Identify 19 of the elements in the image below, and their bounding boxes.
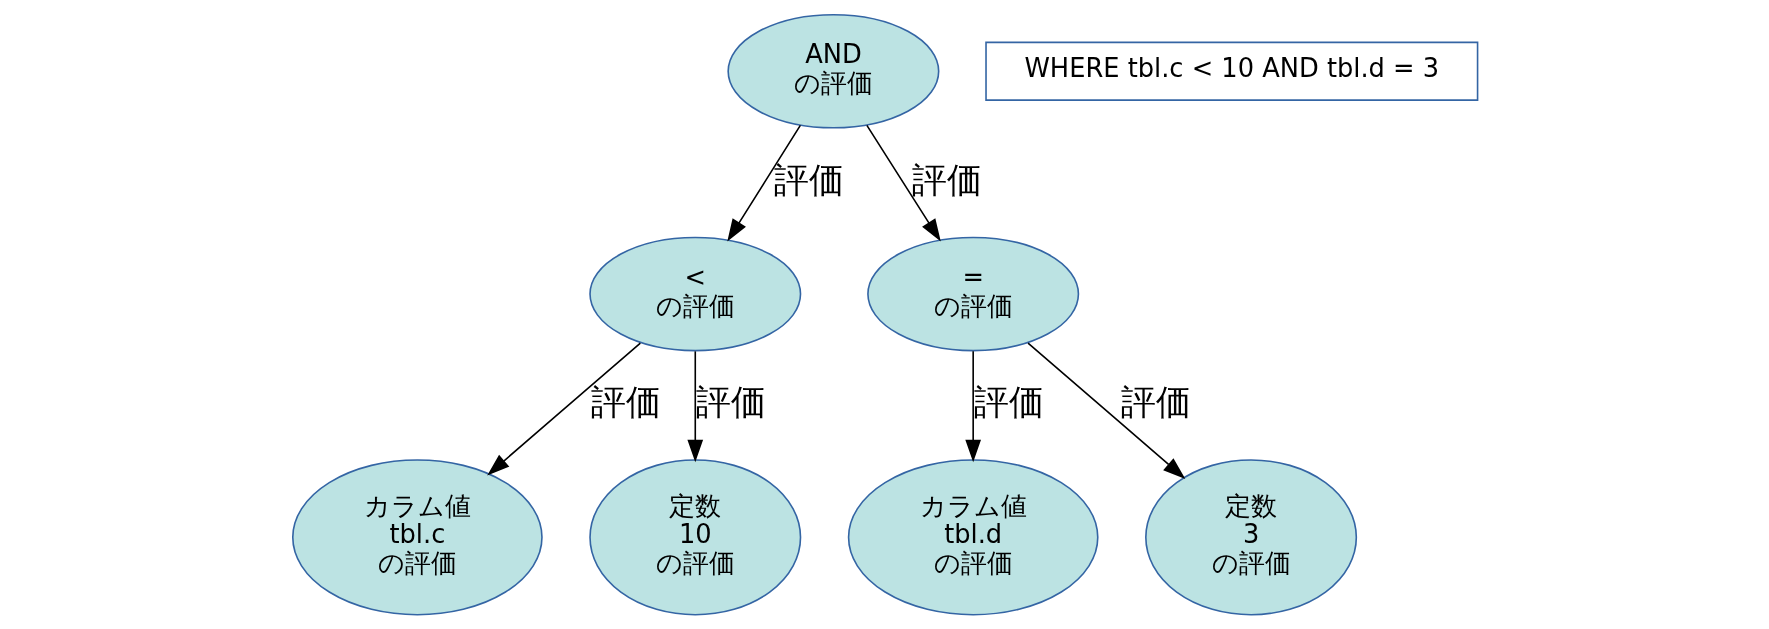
arrow bbox=[726, 124, 801, 242]
node-ellipse: カラム値 tbl.d の評価 bbox=[847, 459, 1099, 616]
node-ellipse: = の評価 bbox=[866, 236, 1079, 352]
node-ellipse: カラム値 tbl.c の評価 bbox=[291, 459, 543, 616]
edge-label: 評価 bbox=[911, 158, 982, 200]
arrow bbox=[1026, 342, 1185, 479]
edge-label: 評価 bbox=[1120, 381, 1191, 423]
edge-label: 評価 bbox=[695, 381, 766, 423]
arrow bbox=[686, 350, 703, 463]
arrow bbox=[865, 124, 941, 242]
edge-label: 評価 bbox=[973, 381, 1044, 423]
node-ellipse: AND の評価 bbox=[726, 13, 939, 129]
edge-label: 評価 bbox=[590, 381, 661, 423]
edge-label: 評価 bbox=[773, 158, 844, 200]
arrow bbox=[964, 350, 981, 463]
node-ellipse: < の評価 bbox=[588, 236, 801, 352]
arrow bbox=[486, 342, 641, 476]
node-ellipse: 定数 10 の評価 bbox=[588, 459, 801, 616]
node-box: WHERE tbl.c < 10 AND tbl.d = 3 bbox=[984, 41, 1478, 101]
